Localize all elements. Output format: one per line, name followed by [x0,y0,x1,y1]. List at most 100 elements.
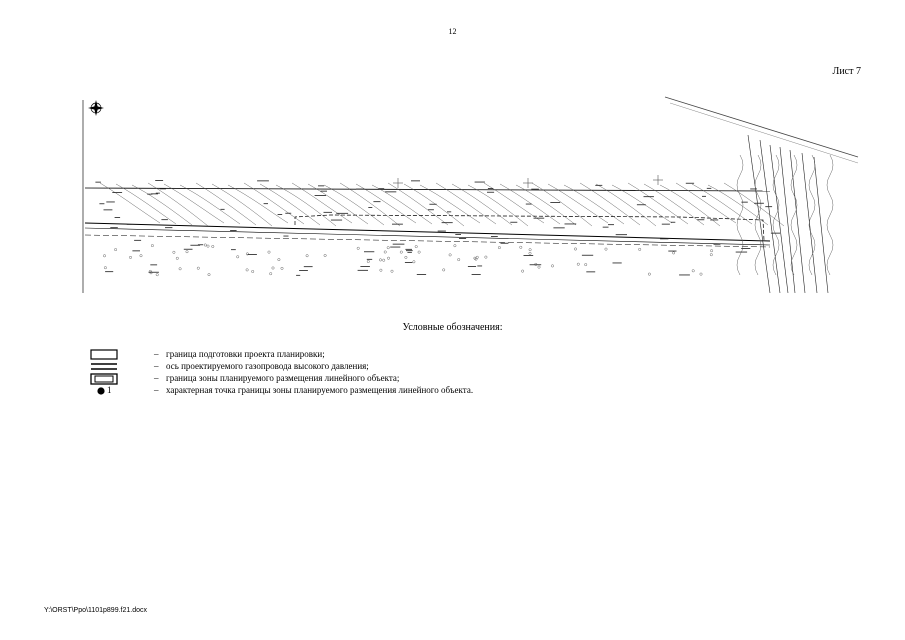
elevation-label-mark [608,224,614,226]
contour-line [163,183,225,224]
contour-line [808,194,816,236]
elevation-label-mark [303,266,313,268]
contour-line [563,184,625,225]
elevation-label-mark [314,195,326,196]
terrain-marker [245,252,249,256]
elevation-label-mark [471,274,481,275]
elevation-label-mark [263,203,268,205]
elevation-label-mark [357,269,368,271]
elevation-label-mark [114,217,121,218]
legend-dash: – [154,373,159,383]
elevation-label-mark [447,211,452,213]
elevation-label-mark [283,235,289,237]
elevation-label-mark [155,192,160,194]
contour-line [754,234,762,276]
elevation-label-mark [660,238,669,240]
terrain-marker [390,269,394,273]
elevation-label-mark [602,226,609,228]
contour-line [211,183,273,227]
elevation-label-mark [148,271,159,273]
elevation-label-mark [467,266,477,267]
elevation-label-mark [702,195,706,197]
terrain-marker [537,265,541,269]
elevation-label-mark [134,239,142,241]
contour-line [275,184,337,227]
contour-line [772,234,780,276]
terrain-marker [474,257,478,261]
legend-item-planning-boundary: – граница подготовки проекта планировки; [88,349,788,361]
elevation-label-mark [323,211,332,213]
contour-line [371,184,433,225]
elevation-label-mark [643,196,654,198]
contour-line [611,184,673,224]
contour-line [419,184,481,224]
terrain-marker [379,258,382,262]
elevation-label-mark [523,255,534,256]
contour-line [451,183,513,226]
elevation-label-mark [487,188,494,189]
contour-line [675,182,737,224]
elevation-label-mark [581,254,594,256]
terrain-marker [269,272,273,276]
terrain-marker [412,260,416,264]
elevation-label-mark [366,258,373,260]
elevation-label-mark [754,202,764,204]
terrain-marker [710,249,714,253]
elevation-label-mark [364,251,375,253]
legend-title: Условные обозначения: [402,322,503,333]
elevation-label-mark [735,251,748,253]
contour-line [595,183,657,227]
contour-line [691,183,753,225]
legend-dash: – [154,385,159,395]
elevation-label-mark [330,219,343,221]
point-label: 1 [107,385,112,395]
contour-line [826,194,834,236]
elevation-label-mark [437,230,446,232]
terrain-marker [383,250,387,254]
elevation-label-mark [459,238,467,239]
contour-line [355,183,417,224]
terrain-marker [280,266,284,270]
terrain-marker [175,256,179,260]
elevation-label-mark [586,271,596,273]
terrain-marker [305,254,309,258]
contour-line [547,183,609,224]
page-number: 12 [448,27,457,36]
elevation-label-mark [529,264,542,266]
contour-line [808,234,816,276]
topographic-drawing [82,96,859,294]
terrain-marker [387,256,390,260]
contour-line [826,154,834,196]
contour-line [483,182,545,224]
contour-line [579,182,641,226]
elevation-label-mark [231,249,236,251]
terrain-marker [521,269,525,273]
terrain-marker [453,244,457,248]
terrain-marker [709,253,713,257]
contour-line [659,184,721,227]
double-rect-icon [90,373,118,385]
elevation-label-mark [405,248,412,250]
legend-text: ось проектируемого газопровода высокого … [166,361,369,371]
contour-line [808,154,816,196]
elevation-label-mark [132,250,140,252]
terrain-marker [448,253,452,257]
elevation-label-mark [126,224,133,225]
terrain-marker [414,245,418,249]
contour-line [736,234,744,276]
elevation-label-mark [230,230,237,231]
legend-text: характерная точка границы зоны планируем… [166,385,474,395]
terrain-marker [356,246,360,250]
elevation-label-mark [277,214,283,215]
elevation-label-mark [197,244,204,246]
contour-line [826,234,834,276]
elevation-label-mark [320,190,327,192]
elevation-label-mark [407,251,412,253]
file-path-footer: Y:\ORST\Ppo\1101p899.f21.docx [44,607,147,614]
elevation-label-mark [741,248,751,249]
elevation-label-mark [428,209,434,211]
elevation-label-mark [95,181,101,183]
terrain-marker [149,271,153,275]
compass-icon [88,100,104,116]
contour-line [115,183,177,225]
